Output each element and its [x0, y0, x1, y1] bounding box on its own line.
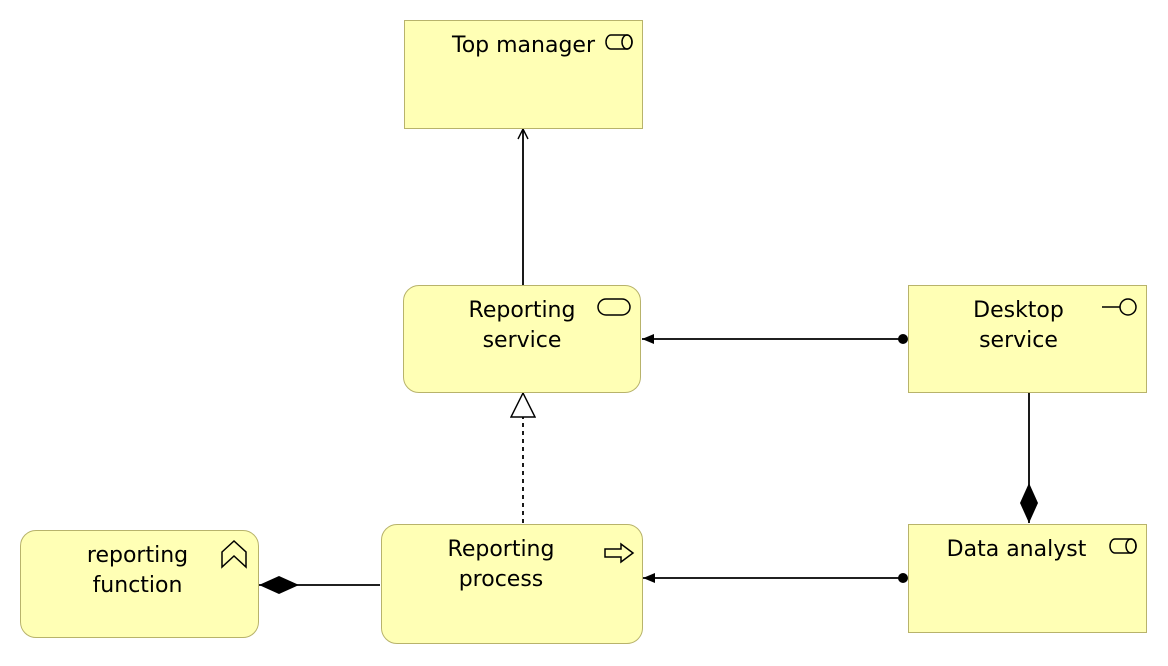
- node-data-analyst[interactable]: Data analyst: [908, 524, 1147, 633]
- node-reporting-process[interactable]: Reporting process: [381, 524, 643, 644]
- node-label: Data analyst: [946, 537, 1087, 562]
- business-function-icon: [221, 539, 247, 569]
- node-top-manager[interactable]: Top manager: [404, 20, 643, 129]
- node-desktop-service[interactable]: Desktop service: [908, 285, 1147, 393]
- node-label: Reporting process: [447, 537, 555, 592]
- business-role-icon: [605, 34, 633, 50]
- node-label: Reporting service: [468, 298, 576, 353]
- process-arrow-icon: [604, 542, 635, 564]
- business-service-icon: [597, 298, 631, 316]
- interface-icon: [1102, 298, 1137, 316]
- node-label: reporting function: [86, 543, 189, 598]
- node-reporting-function[interactable]: reporting function: [20, 530, 259, 638]
- node-reporting-service[interactable]: Reporting service: [403, 285, 641, 393]
- node-label: Desktop service: [973, 298, 1064, 353]
- business-role-icon: [1109, 538, 1137, 554]
- node-label: Top manager: [452, 33, 595, 58]
